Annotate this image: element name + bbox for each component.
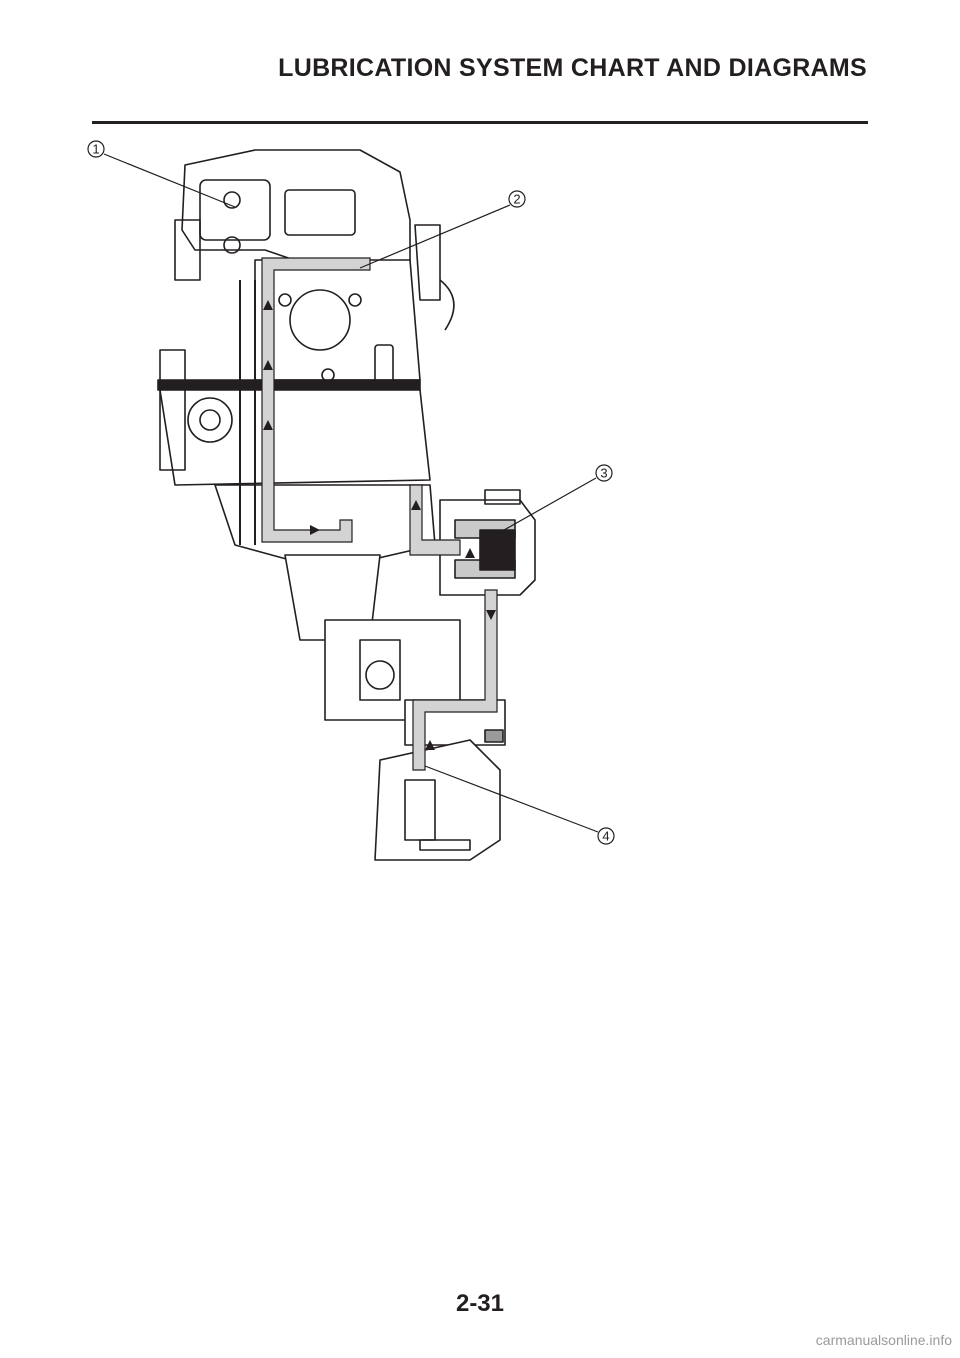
callout-1-label: 1 [92, 142, 99, 157]
callout-3-label: 3 [600, 466, 607, 481]
page-number: 2-31 [455, 1290, 505, 1317]
watermark: carmanualsonline.info [815, 1332, 952, 1348]
callout-4-label: 4 [602, 829, 609, 844]
page-title: LUBRICATION SYSTEM CHART AND DIAGRAMS [278, 54, 867, 82]
header-divider [92, 121, 868, 124]
engine-drawing [157, 149, 536, 861]
callout-3-marker: 3 [595, 464, 613, 482]
callout-markers: 1 2 3 4 [87, 140, 615, 845]
callout-1-marker: 1 [87, 140, 105, 158]
flow-arrows [263, 300, 496, 750]
callout-4-marker: 4 [597, 827, 615, 845]
leader-lines [103, 153, 599, 833]
callout-2-marker: 2 [508, 190, 526, 208]
callout-2-label: 2 [513, 192, 520, 207]
oil-passage [261, 257, 498, 771]
